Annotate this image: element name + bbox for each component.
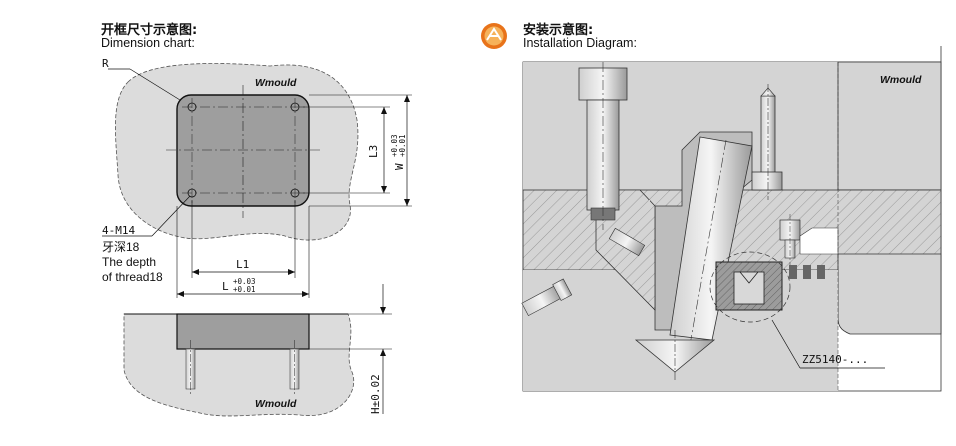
top-plate xyxy=(523,62,838,190)
zz5140-part xyxy=(709,251,791,323)
guide-pin xyxy=(751,84,783,200)
tol-w-upper: +0.03 xyxy=(390,134,399,157)
thread-hole xyxy=(187,102,197,112)
pocket-side xyxy=(176,313,310,350)
wmould-logo-icon xyxy=(481,23,507,49)
brand-top: Wmould xyxy=(255,77,297,89)
thread-depth-en-2: of thread18 xyxy=(102,270,163,284)
dimension-chart-title-cn: 开框尺寸示意图: xyxy=(101,23,198,38)
thread-depth-cn: 牙深18 xyxy=(102,240,140,254)
angled-screw xyxy=(608,227,646,257)
thread-spec: 4-M14 xyxy=(102,224,135,237)
thread-hole xyxy=(290,188,300,198)
label-l3: L3 xyxy=(367,145,380,158)
ejector-teeth xyxy=(789,265,825,279)
label-h: H±0.02 xyxy=(369,374,382,414)
installation-diagram: Wmould ZZ5140-... xyxy=(521,46,942,392)
label-l1: L1 xyxy=(236,258,249,271)
dimension-chart-title-en: Dimension chart: xyxy=(101,36,195,50)
cap-screw xyxy=(779,214,801,266)
installation-diagram-title-cn: 安装示意图: xyxy=(523,23,594,38)
thread-hole xyxy=(187,188,197,198)
bottom-right-block xyxy=(837,253,942,335)
tol-l-upper: +0.03 xyxy=(233,277,256,286)
side-view: Wmould H±0.02 xyxy=(123,284,392,417)
top-bolt xyxy=(578,62,628,230)
brand-bottom: Wmould xyxy=(255,398,297,410)
tol-w-lower: +0.01 xyxy=(398,134,407,157)
label-w: W xyxy=(393,163,406,170)
top-view: Wmould R L3 W +0.03 +0.01 L1 L +0.03 xyxy=(102,57,412,298)
thread-hole xyxy=(290,102,300,112)
label-r: R xyxy=(102,57,109,70)
edge-screw xyxy=(521,278,573,317)
installation-diagram-title-en: Installation Diagram: xyxy=(523,36,637,50)
thread-depth-en-1: The depth xyxy=(102,255,156,269)
part-label: ZZ5140-... xyxy=(802,353,868,366)
tol-l-lower: +0.01 xyxy=(233,285,256,294)
label-l: L xyxy=(222,280,229,293)
brand-installation: Wmould xyxy=(880,74,922,86)
